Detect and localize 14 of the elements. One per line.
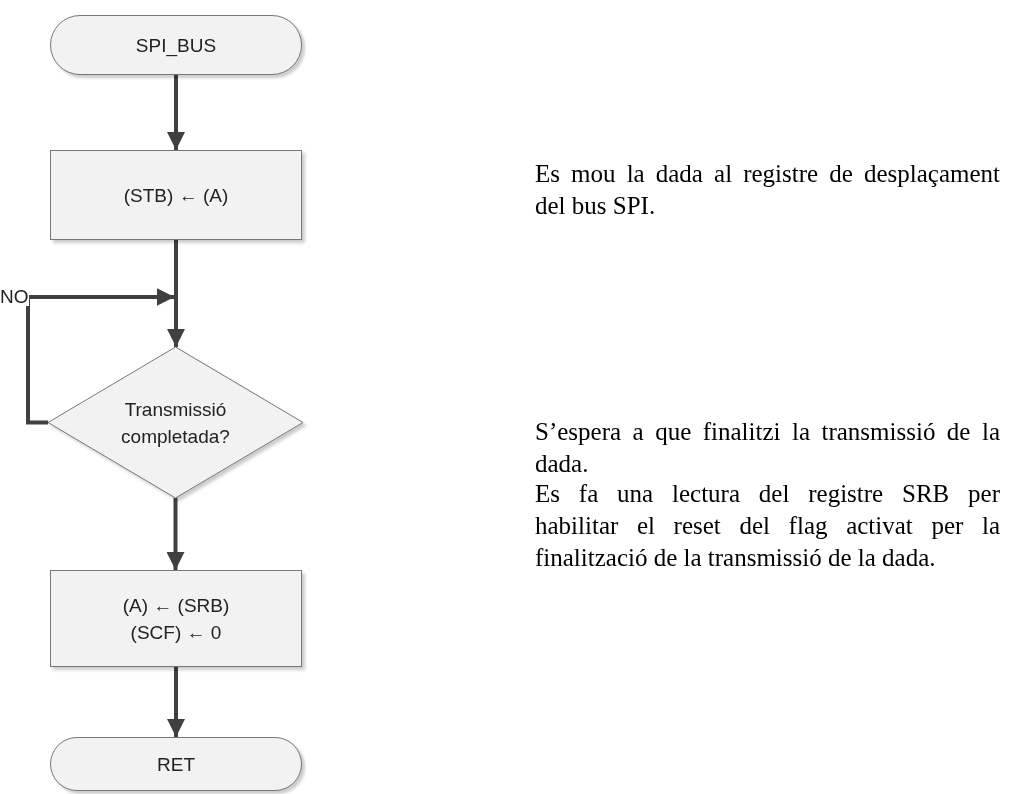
arrow <box>167 667 185 737</box>
process-box: (A) ← (SRB) (SCF) ← 0 <box>50 570 302 667</box>
decision-diamond: Transmissió completada? <box>48 347 303 498</box>
arrow <box>167 240 185 347</box>
edge-label: NO <box>0 287 29 306</box>
arrow <box>166 498 185 570</box>
terminator: SPI_BUS <box>50 15 302 75</box>
arrow <box>167 75 185 150</box>
terminator: RET <box>50 737 302 791</box>
arrow <box>26 288 175 425</box>
process-box: (STB) ← (A) <box>50 150 302 240</box>
description-text: Es fa una lectura del registre SRB per habilitar el reset del flag activat per la finalització de la transmissió de la dada. <box>535 479 1000 573</box>
description-text: Es mou la dada al registre de desplaçament del bus SPI. <box>535 159 1000 221</box>
description-text: S’espera a que finalitzi la transmissió de la dada. <box>535 417 1000 479</box>
